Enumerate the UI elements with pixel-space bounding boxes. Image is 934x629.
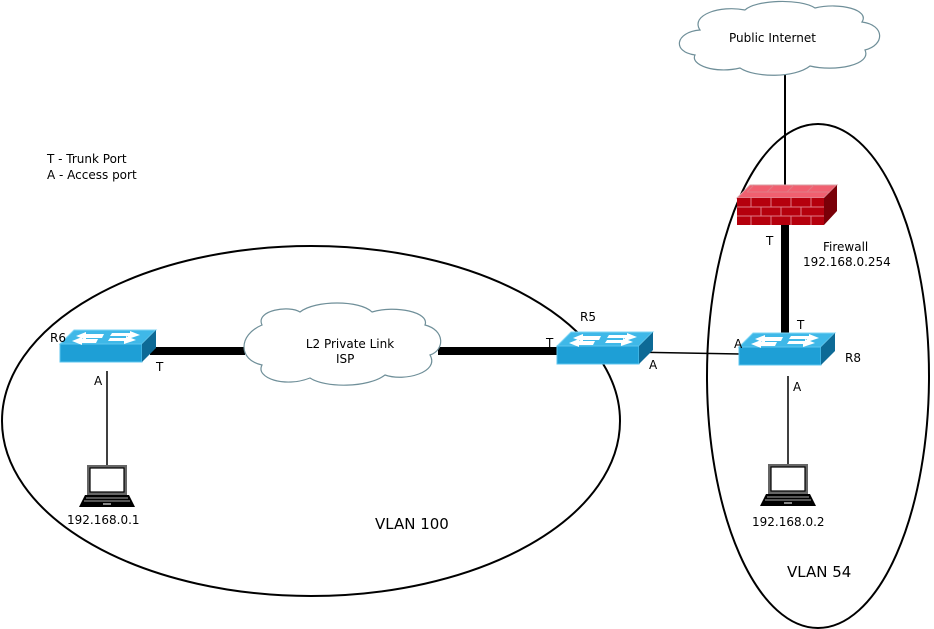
vlan-54-boundary [706,123,930,629]
switch-r5-name: R5 [580,310,596,324]
firewall-port-label: T [766,234,774,248]
isp-cloud-label-line1: L2 Private Link [305,337,395,351]
host-right-ip: 192.168.0.2 [752,515,825,529]
switch-r6-icon [59,329,157,363]
switch-r8-icon [738,332,836,366]
switch-r6-name: R6 [50,331,66,345]
host-left-ip: 192.168.0.1 [67,513,140,527]
isp-cloud-label-line2: ISP [336,352,355,366]
firewall-name: Firewall [823,240,869,254]
vlan-100-label: VLAN 100 [375,515,449,533]
switch-r8-trunk-port: T [797,318,805,332]
firewall-icon [735,184,839,225]
switch-r8-access-port-down: A [793,380,802,394]
public-internet-cloud [678,0,881,76]
public-internet-label: Public Internet [729,31,816,45]
switch-r8-access-port-left: A [734,337,743,351]
switch-r8-name: R8 [845,351,861,365]
legend: T - Trunk Port A - Access port [47,151,137,183]
switch-r6-access-port: A [94,374,103,388]
switch-r5-access-port: A [649,358,658,372]
laptop-right-icon [759,463,817,507]
switch-r5-icon [556,331,654,365]
isp-cloud [243,302,442,386]
vlan-100-boundary [1,245,621,597]
firewall-ip: 192.168.0.254 [803,255,891,269]
laptop-left-icon [78,464,136,508]
legend-trunk: T - Trunk Port [47,152,127,166]
legend-access: A - Access port [47,168,137,182]
vlan-54-label: VLAN 54 [787,563,852,581]
switch-r6-trunk-port: T [156,360,164,374]
switch-r5-trunk-port: T [546,336,554,350]
